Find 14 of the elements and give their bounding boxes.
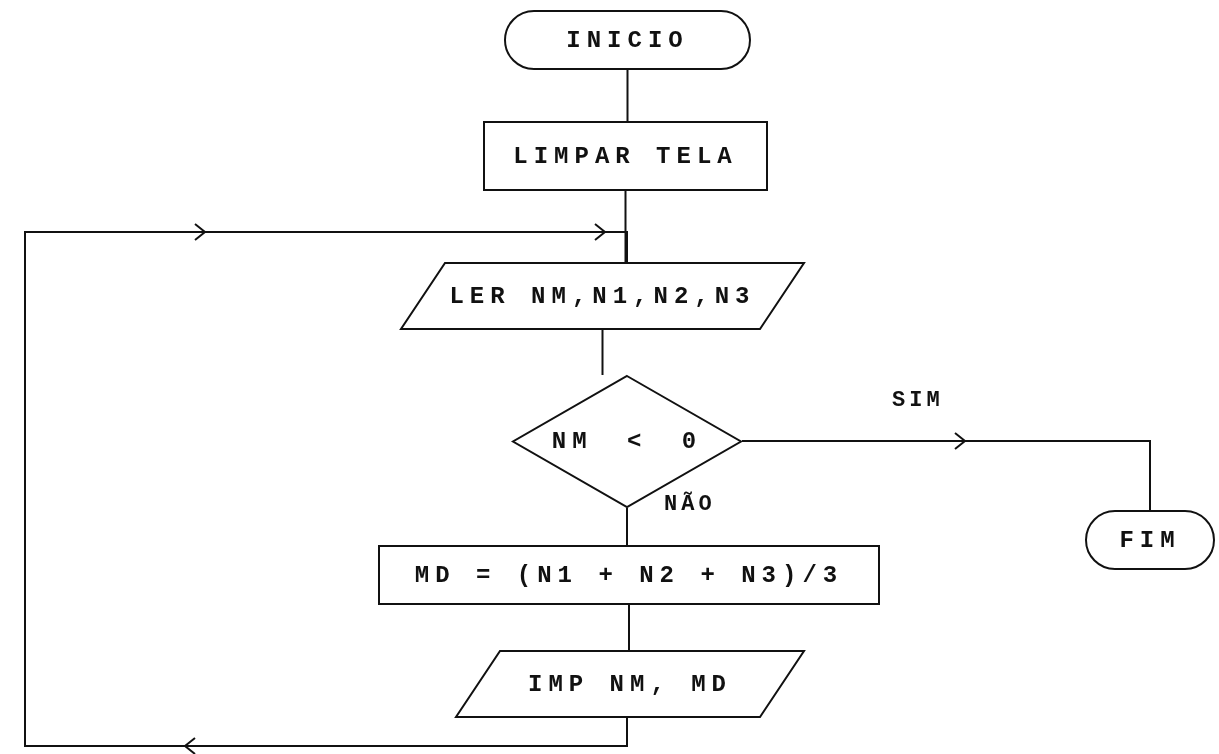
- node-label: IMP NM, MD: [528, 670, 732, 698]
- input-output-parallelogram: [455, 650, 805, 718]
- process-box: [378, 545, 880, 605]
- terminal-shape: [1085, 510, 1215, 570]
- decision-diamond: [512, 375, 742, 508]
- node-label: FIM: [1119, 526, 1181, 554]
- process-box: [483, 121, 768, 191]
- node-label: MD = (N1 + N2 + N3)/3: [414, 561, 844, 589]
- node-label: INICIO: [566, 26, 689, 54]
- node-label: LER NM,N1,N2,N3: [449, 282, 756, 310]
- input-output-parallelogram: [400, 262, 805, 330]
- node-label: NM < 0: [551, 428, 703, 455]
- terminal-shape: [504, 10, 751, 70]
- node-label: LIMPAR TELA: [513, 142, 738, 170]
